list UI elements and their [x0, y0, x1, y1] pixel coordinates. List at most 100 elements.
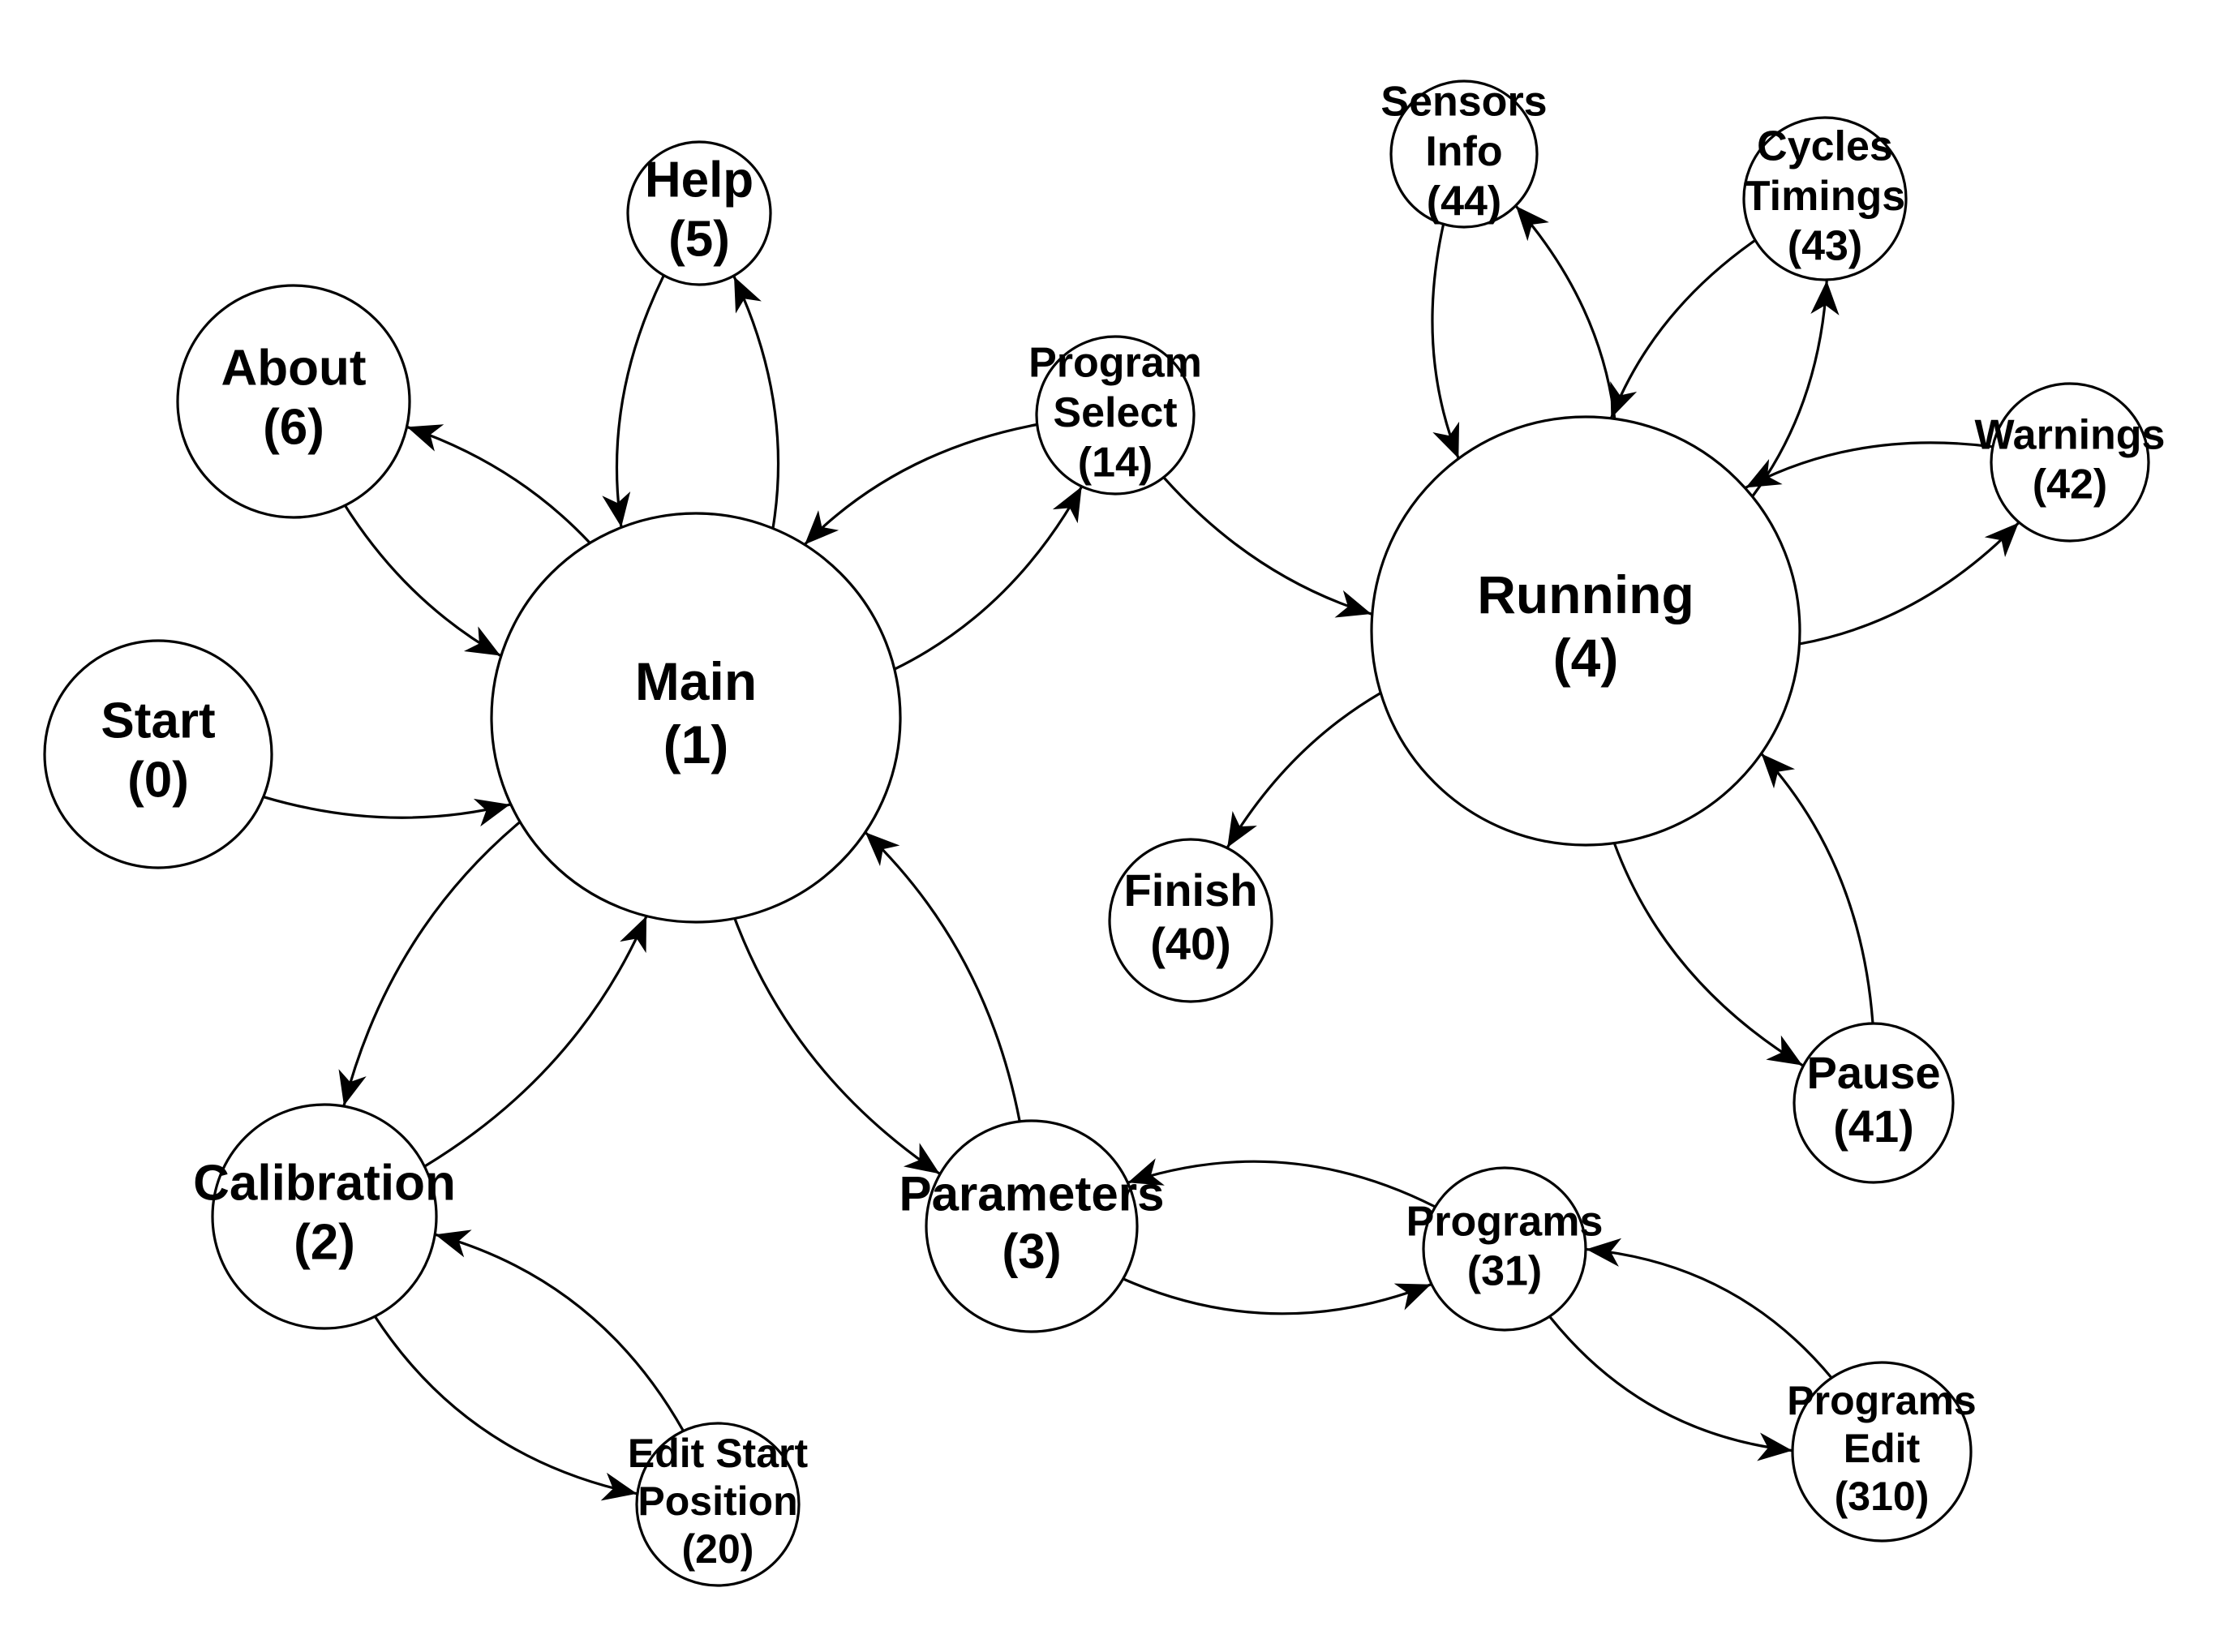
arrowhead-icon — [903, 1143, 940, 1174]
state-node-circle[interactable] — [626, 140, 772, 286]
arrowhead-icon — [1757, 1432, 1793, 1461]
arrowhead-icon — [1334, 590, 1372, 618]
state-node-circle[interactable] — [1793, 1022, 1955, 1184]
arrowhead-icon — [1766, 1035, 1803, 1066]
state-node-label: Start(0) — [101, 693, 215, 809]
edge-running-to-finish — [1226, 692, 1381, 848]
edge-curve — [1548, 1315, 1793, 1452]
state-node-circle[interactable] — [1742, 116, 1908, 281]
state-node-parameters[interactable]: Parameters(3) — [899, 1119, 1165, 1333]
edge-programs-to-programs_edit — [1548, 1238, 1833, 1461]
edge-curve — [1751, 280, 1828, 498]
edge-curve — [1586, 1247, 1833, 1379]
edge-start-to-main — [263, 796, 511, 827]
edge-running-to-pause — [1612, 753, 1874, 1067]
edge-curve — [1127, 1160, 1436, 1208]
edge-running-to-warnings — [1745, 441, 2020, 646]
state-node-label: Help(5) — [645, 152, 753, 268]
state-node-programs[interactable]: Programs(31) — [1406, 1166, 1604, 1332]
state-node-circle[interactable] — [1370, 415, 1801, 847]
state-node-warnings[interactable]: Warnings(42) — [1975, 382, 2166, 543]
edge-curve — [342, 821, 522, 1106]
edge-curve — [894, 486, 1084, 671]
edge-curve — [1745, 441, 1993, 489]
arrowhead-icon — [1984, 522, 2019, 558]
arrowhead-icon — [1515, 206, 1549, 242]
state-node-label: About(6) — [221, 341, 366, 456]
arrowhead-icon — [1761, 753, 1796, 789]
edge-curve — [1760, 753, 1874, 1023]
state-node-circle[interactable] — [635, 1422, 801, 1587]
edge-curve — [263, 796, 511, 819]
edge-curve — [615, 275, 665, 528]
state-node-pause[interactable]: Pause(41) — [1793, 1022, 1955, 1184]
edge-curve — [1123, 1277, 1432, 1315]
edges-layer — [263, 204, 2020, 1501]
state-node-running[interactable]: Running(4) — [1370, 415, 1801, 847]
edge-about-to-main — [344, 424, 591, 657]
state-node-label: Finish(40) — [1124, 865, 1258, 969]
arrowhead-icon — [1393, 1283, 1432, 1311]
state-node-circle[interactable] — [925, 1119, 1139, 1333]
edge-main-to-calibration — [338, 821, 648, 1168]
edge-program_select-to-running — [1162, 476, 1372, 618]
edge-parameters-to-programs — [1123, 1158, 1436, 1315]
state-node-circle[interactable] — [1990, 382, 2150, 543]
edge-curve — [733, 917, 941, 1175]
state-node-circle[interactable] — [490, 512, 902, 924]
state-node-calibration[interactable]: Calibration(2) — [193, 1103, 456, 1330]
edge-curve — [435, 1233, 685, 1431]
state-node-circle[interactable] — [211, 1103, 438, 1330]
arrowhead-icon — [406, 424, 444, 452]
arrowhead-icon — [1586, 1238, 1622, 1267]
state-node-circle[interactable] — [1422, 1166, 1587, 1332]
state-node-circle[interactable] — [1791, 1361, 1973, 1543]
edge-calibration-to-edit_start_position — [374, 1229, 685, 1501]
state-node-circle[interactable] — [1389, 79, 1539, 229]
arrowhead-icon — [463, 626, 501, 656]
state-node-circle[interactable] — [43, 639, 273, 869]
edge-curve — [1162, 476, 1372, 616]
edge-main-to-parameters — [733, 831, 1021, 1175]
state-node-label: Running(4) — [1477, 565, 1694, 689]
arrowhead-icon — [435, 1229, 472, 1258]
edge-curve — [803, 423, 1037, 546]
edge-curve — [424, 915, 648, 1168]
edge-curve — [864, 831, 1021, 1122]
arrowhead-icon — [1052, 486, 1082, 524]
state-node-circle[interactable] — [1108, 838, 1273, 1003]
edge-main-to-program_select — [803, 423, 1084, 671]
state-node-circle[interactable] — [1035, 335, 1196, 496]
edge-curve — [1431, 224, 1460, 459]
arrowhead-icon — [338, 1069, 367, 1106]
state-node-circle[interactable] — [176, 284, 411, 519]
edge-help-to-main — [602, 275, 780, 529]
state-node-label: Calibration(2) — [193, 1156, 456, 1271]
arrowhead-icon — [1227, 811, 1257, 848]
state-node-help[interactable]: Help(5) — [626, 140, 772, 286]
arrowhead-icon — [1432, 421, 1460, 459]
state-node-finish[interactable]: Finish(40) — [1108, 838, 1273, 1003]
state-node-about[interactable]: About(6) — [176, 284, 411, 519]
edge-curve — [1612, 843, 1804, 1067]
state-node-start[interactable]: Start(0) — [43, 639, 273, 869]
state-node-label: Parameters(3) — [899, 1166, 1165, 1278]
arrowhead-icon — [1810, 281, 1840, 315]
edge-curve — [374, 1315, 638, 1495]
edge-curve — [344, 504, 501, 657]
state-node-main[interactable]: Main(1) — [490, 512, 902, 924]
arrowhead-icon — [600, 1472, 638, 1501]
